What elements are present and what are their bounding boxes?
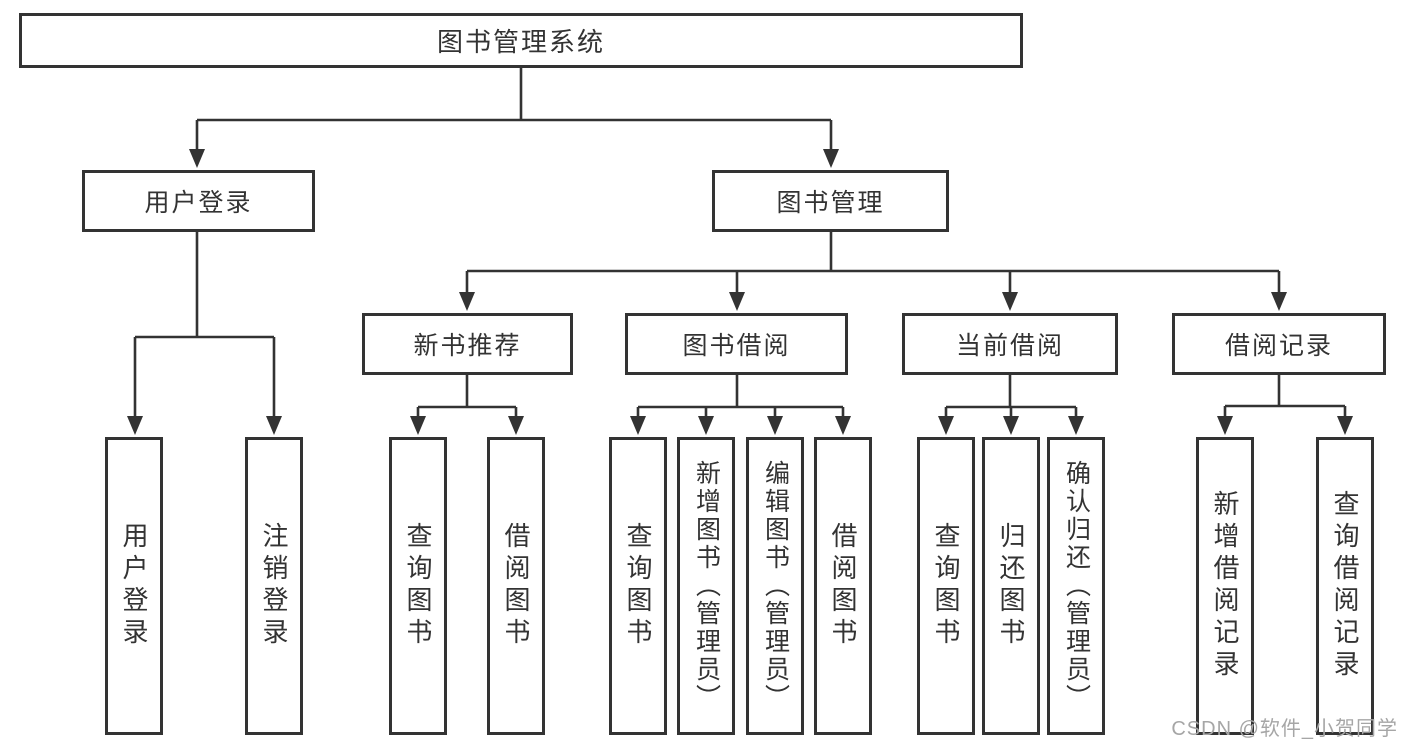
csdn-watermark: CSDN @软件_小贺同学 [1171, 718, 1398, 740]
node-user-login-label: 用户登录 [144, 189, 253, 217]
node-borrowing-records: 借阅记录 [1172, 313, 1386, 375]
leaf-query-books-3-label: 查询图书 [931, 522, 961, 650]
node-book-borrowing-label: 图书借阅 [682, 332, 791, 360]
leaf-query-books-2-label: 查询图书 [623, 522, 653, 650]
leaf-query-books-2: 查询图书 [609, 437, 667, 735]
leaf-return-books-label: 归还图书 [996, 522, 1026, 650]
leaf-borrow-books-1: 借阅图书 [487, 437, 545, 735]
leaf-confirm-return-admin: 确认归还（管理员） [1047, 437, 1105, 735]
leaf-add-borrow-record-label: 新增借阅记录 [1210, 490, 1240, 682]
leaf-borrow-books-2-label: 借阅图书 [828, 522, 858, 650]
leaf-edit-books-admin: 编辑图书（管理员） [746, 437, 804, 735]
leaf-query-borrow-record: 查询借阅记录 [1316, 437, 1374, 735]
leaf-user-login: 用户登录 [105, 437, 163, 735]
node-current-borrowing-label: 当前借阅 [955, 332, 1064, 360]
leaf-query-borrow-record-label: 查询借阅记录 [1330, 490, 1360, 682]
leaf-return-books: 归还图书 [982, 437, 1040, 735]
leaf-add-books-admin: 新增图书（管理员） [677, 437, 735, 735]
leaf-logout-label: 注销登录 [259, 522, 289, 650]
leaf-query-books-1: 查询图书 [389, 437, 447, 735]
node-new-book-recommend: 新书推荐 [362, 313, 573, 375]
node-book-management: 图书管理 [712, 170, 949, 232]
leaf-query-books-3: 查询图书 [917, 437, 975, 735]
leaf-add-books-admin-label: 新增图书（管理员） [692, 460, 721, 712]
leaf-edit-books-admin-label: 编辑图书（管理员） [761, 460, 790, 712]
node-current-borrowing: 当前借阅 [902, 313, 1118, 375]
node-library-system: 图书管理系统 [19, 13, 1023, 68]
node-library-system-label: 图书管理系统 [436, 27, 605, 57]
leaf-logout: 注销登录 [245, 437, 303, 735]
leaf-borrow-books-1-label: 借阅图书 [501, 522, 531, 650]
leaf-query-books-1-label: 查询图书 [403, 522, 433, 650]
leaf-user-login-label: 用户登录 [119, 522, 149, 650]
node-new-book-recommend-label: 新书推荐 [413, 332, 522, 360]
node-book-borrowing: 图书借阅 [625, 313, 848, 375]
leaf-add-borrow-record: 新增借阅记录 [1196, 437, 1254, 735]
node-borrowing-records-label: 借阅记录 [1224, 332, 1333, 360]
node-user-login: 用户登录 [82, 170, 315, 232]
node-book-management-label: 图书管理 [776, 189, 885, 217]
leaf-confirm-return-admin-label: 确认归还（管理员） [1062, 460, 1091, 712]
leaf-borrow-books-2: 借阅图书 [814, 437, 872, 735]
